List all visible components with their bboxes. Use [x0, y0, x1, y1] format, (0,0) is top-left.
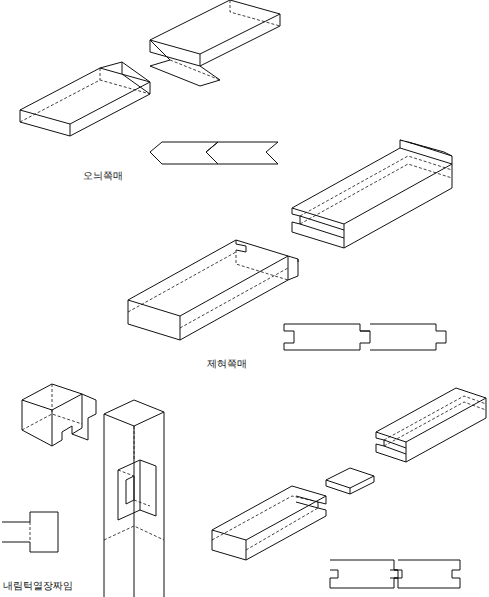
- spline-piece: [212, 486, 326, 560]
- joint-name: 내림턱열장짜임: [2, 580, 74, 592]
- dovetail-member: [22, 384, 96, 446]
- arrow-joint-plan: [150, 142, 278, 164]
- tongue-groove-plan: [284, 324, 446, 350]
- loose-tongue: [326, 468, 374, 494]
- arrow-joint-piece: [150, 0, 280, 86]
- joint-name: 오늬쪽매: [82, 170, 124, 182]
- spline-plan: [330, 560, 460, 588]
- tongue-groove-piece: [292, 140, 452, 248]
- spline-piece: [376, 388, 486, 462]
- dovetail-plan: [2, 512, 58, 552]
- tongue-groove-piece: [128, 240, 298, 340]
- arrow-joint-piece: [20, 62, 150, 136]
- joint-name: 제혀쪽매: [206, 358, 248, 370]
- post: [104, 400, 164, 597]
